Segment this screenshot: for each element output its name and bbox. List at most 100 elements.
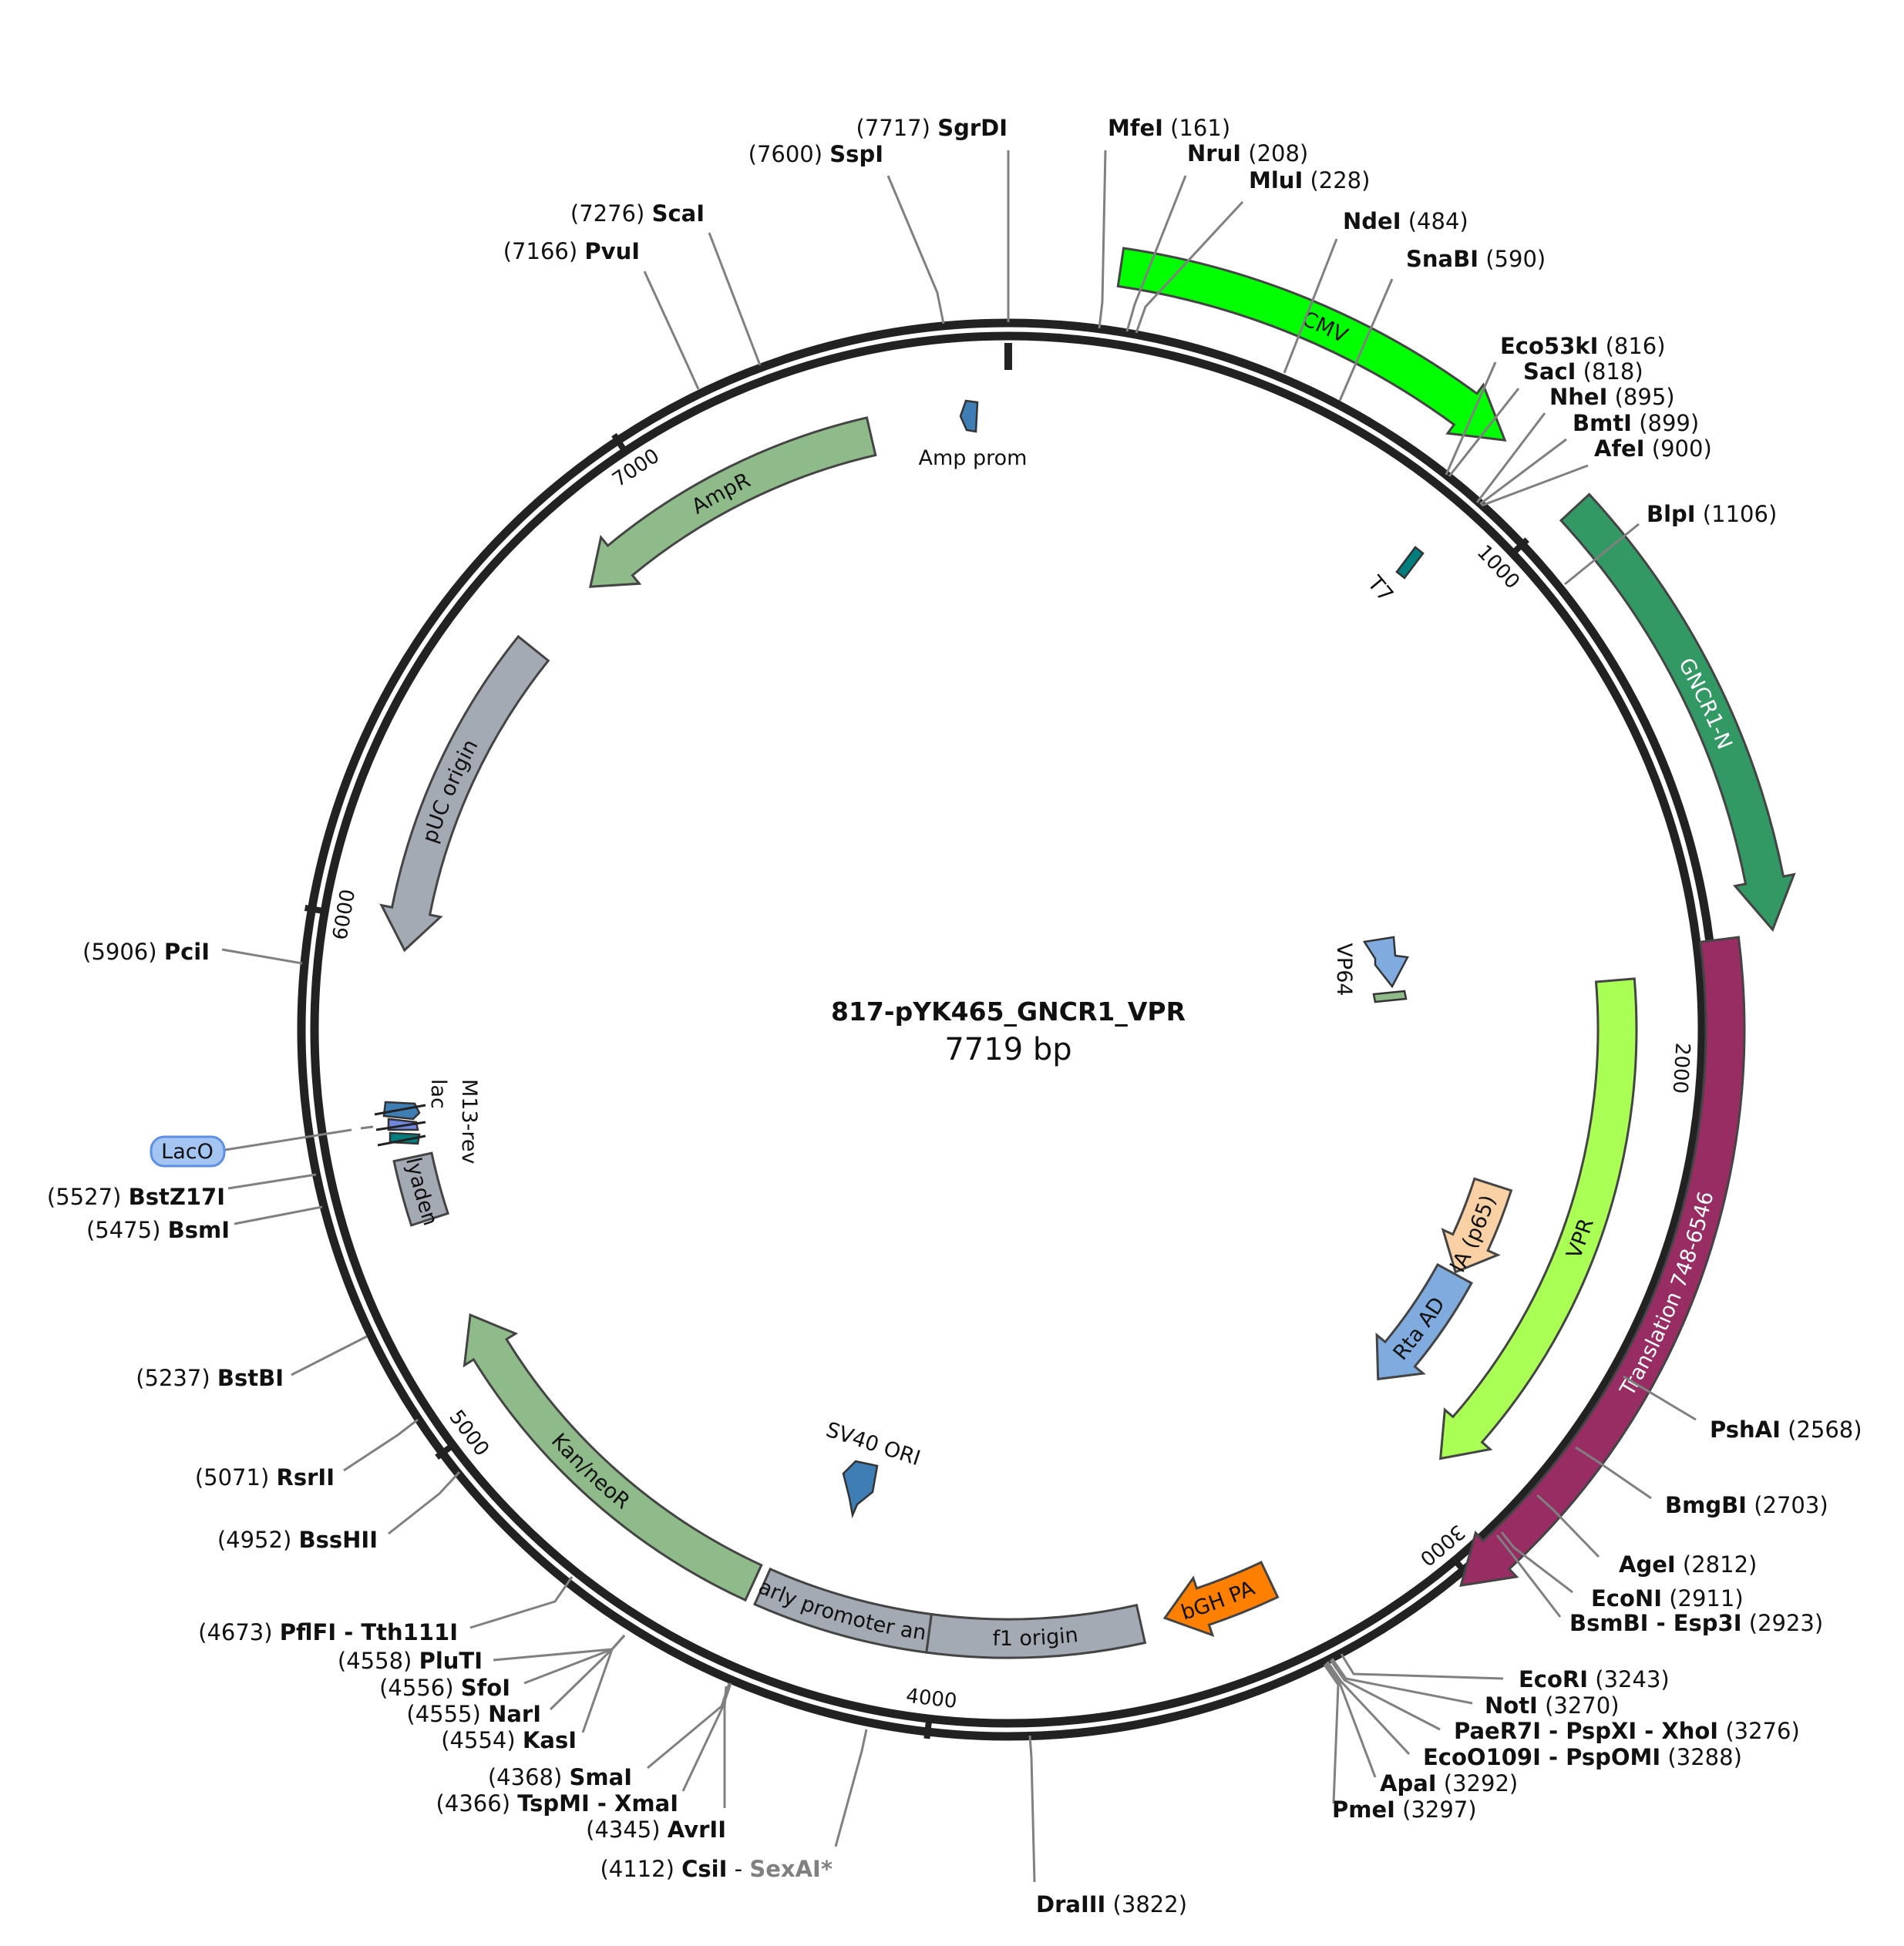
site-mlui-leader <box>1135 200 1244 334</box>
site-snabi: SnaBI (590) <box>1338 246 1546 402</box>
m13-rev-label: M13-rev <box>457 1079 481 1165</box>
site-paer7i-label: PaeR7I - PspXI - XhoI (3276) <box>1454 1718 1800 1744</box>
amp-prom-label: Amp prom <box>919 446 1028 470</box>
site-avrii-leader <box>723 1686 728 1808</box>
t7-label: T7 <box>1362 571 1398 607</box>
site-mfei-leader <box>1098 150 1107 329</box>
vp64-feature: VP64 <box>1332 936 1409 1003</box>
tick-label-4000: 4000 <box>905 1685 958 1713</box>
site-pluti: (4558) PluTI <box>338 1635 626 1674</box>
laco-leader <box>224 1128 352 1151</box>
site-paer7i: PaeR7I - PspXI - XhoI (3276) <box>1329 1659 1800 1744</box>
site-avrii-label: (4345) AvrII <box>586 1817 726 1843</box>
feature-vpr-arrow <box>1439 977 1638 1460</box>
site-ecori-leader <box>1340 1653 1504 1680</box>
site-pciI-label: (5906) PciI <box>82 939 210 965</box>
site-nhei-leader <box>1475 412 1546 503</box>
site-apai-leader <box>1324 1662 1377 1778</box>
tick-label-7000: 7000 <box>608 445 664 492</box>
feature-puc-arrow <box>379 634 550 953</box>
site-draiii-label: DraIII (3822) <box>1036 1891 1187 1917</box>
site-apai: ApaI (3292) <box>1324 1662 1518 1796</box>
site-econi: EcoNI (2911) <box>1500 1531 1744 1612</box>
feature-bgh-arrow <box>1162 1561 1280 1638</box>
site-draiii-leader <box>1028 1735 1036 1883</box>
m13-line <box>374 1104 426 1116</box>
site-smai-label: (4368) SmaI <box>488 1764 632 1790</box>
site-rsrii-leader <box>343 1418 419 1472</box>
sv40-ori-arrow <box>842 1460 879 1519</box>
site-kasi-label: (4554) KasI <box>441 1727 577 1753</box>
tick-label-2000: 2000 <box>1668 1042 1694 1094</box>
site-bsmi-label: (5475) BsmI <box>86 1217 230 1243</box>
site-econi-label: EcoNI (2911) <box>1591 1585 1744 1612</box>
sv40-ori-label: SV40 ORI <box>823 1418 923 1471</box>
site-saci-label: SacI (818) <box>1523 358 1643 385</box>
site-ecoo109i: EcoO109I - PspOMI (3288) <box>1326 1661 1742 1770</box>
amp-prom-arrow <box>959 399 979 433</box>
site-mfei-label: MfeI (161) <box>1108 115 1230 141</box>
feature-sv40prom-arrow <box>753 1567 933 1654</box>
site-pvui-leader <box>643 271 700 390</box>
feature-p65-arrow <box>1441 1177 1513 1274</box>
site-nrui-leader <box>1125 175 1187 332</box>
site-tspmi-label: (4366) TspMI - XmaI <box>436 1790 678 1817</box>
site-bmgbi: BmgBI (2703) <box>1575 1446 1828 1518</box>
t7-feature: T7 <box>1362 546 1425 607</box>
site-noti: NotI (3270) <box>1330 1658 1620 1719</box>
feature-gncr1n-arrow <box>1559 492 1796 933</box>
site-bsmi: (5475) BsmI <box>86 1205 323 1243</box>
site-sgrdi: (7717) SgrDI <box>856 115 1010 322</box>
feature-f1: f1 origin <box>925 1603 1147 1659</box>
feature-bgh: bGH PA <box>1162 1561 1280 1638</box>
site-pflfi-leader <box>469 1576 574 1629</box>
site-pflfi-label: (4673) PflFI - Tth111I <box>198 1619 458 1645</box>
feature-kanr-label: Kan/neoR <box>547 1429 634 1514</box>
site-nrui-label: NruI (208) <box>1187 140 1308 166</box>
site-mlui: MluI (228) <box>1135 167 1370 334</box>
site-draiii: DraIII (3822) <box>1028 1735 1187 1917</box>
site-sgrdi-label: (7717) SgrDI <box>856 115 1008 141</box>
site-csii: (4112) CsiI - SexAI* <box>600 1729 868 1882</box>
site-bsmi-leader <box>234 1205 323 1225</box>
site-bmti-leader <box>1479 438 1567 506</box>
site-bstbi: (5237) BstBI <box>136 1335 368 1391</box>
site-sfoi-label: (4556) SfoI <box>379 1675 510 1701</box>
site-bstz17i-label: (5527) BstZ17I <box>47 1184 225 1210</box>
lac-region: M13-rev lac LacO <box>150 1079 481 1168</box>
feature-rta: Rta AD <box>1375 1262 1473 1381</box>
tick-4000: 4000 <box>905 1685 958 1739</box>
feature-sv40pa: SV40 early polyadenylation signal <box>0 0 449 1228</box>
feature-gncr1n: GNCR1-N <box>1559 492 1796 933</box>
site-bstbi-label: (5237) BstBI <box>136 1365 284 1391</box>
site-bstz17i: (5527) BstZ17I <box>47 1173 317 1210</box>
vp64-bar <box>1372 990 1408 1003</box>
site-mfei: MfeI (161) <box>1098 115 1230 329</box>
site-ndei-label: NdeI (484) <box>1343 208 1468 234</box>
site-eco53ki-label: Eco53kI (816) <box>1500 333 1666 359</box>
site-pciI: (5906) PciI <box>82 939 303 965</box>
site-avrii: (4345) AvrII <box>586 1686 728 1843</box>
site-kasi-leader <box>581 1635 626 1733</box>
feature-rta-arrow <box>1375 1262 1473 1381</box>
lac-line <box>375 1121 426 1131</box>
site-paer7i-leader <box>1329 1659 1441 1731</box>
site-bsshii-leader <box>388 1470 461 1535</box>
site-pciI-leader <box>221 948 303 965</box>
site-pluti-label: (4558) PluTI <box>338 1648 483 1674</box>
vp64-label: VP64 <box>1332 943 1356 996</box>
site-smai-leader <box>647 1682 731 1770</box>
site-bsmbi: BsmBI - Esp3I (2923) <box>1495 1534 1823 1636</box>
laco-leader-dash <box>360 1125 374 1130</box>
vp64-arrow <box>1362 936 1409 989</box>
site-bstbi-leader <box>291 1335 368 1376</box>
site-nrui: NruI (208) <box>1125 140 1308 332</box>
site-pmei-label: PmeI (3297) <box>1332 1796 1477 1823</box>
site-blpi: BlpI (1106) <box>1564 501 1777 586</box>
site-agei-label: AgeI (2812) <box>1619 1551 1757 1578</box>
site-pvui: (7166) PvuI <box>503 238 700 390</box>
site-sspi-leader <box>886 175 945 324</box>
site-pmei-leader <box>1323 1664 1340 1804</box>
feature-f1-label: f1 origin <box>992 1623 1079 1651</box>
